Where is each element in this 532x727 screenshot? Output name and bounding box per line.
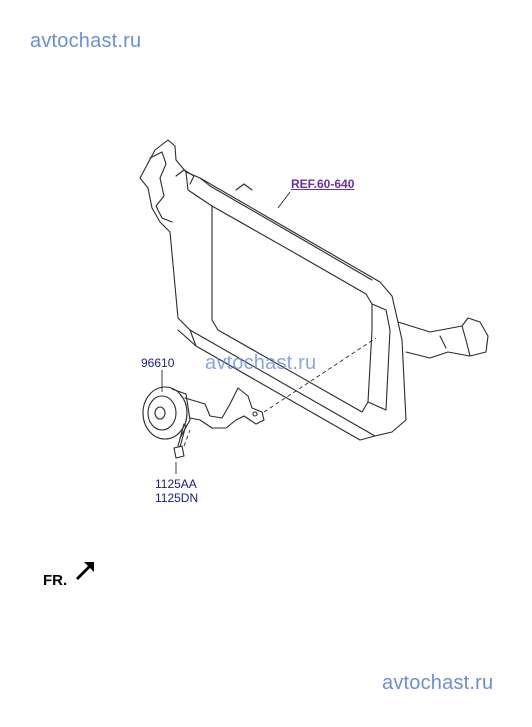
front-direction-label: FR. bbox=[43, 572, 68, 589]
bolt bbox=[173, 423, 187, 459]
front-arrow-icon bbox=[76, 562, 94, 580]
horn-rim bbox=[147, 395, 177, 431]
bolt-guide-line bbox=[183, 429, 191, 447]
bolt-part-number-2[interactable]: 1125DN bbox=[155, 491, 199, 505]
right-mount-bracket bbox=[397, 317, 489, 359]
left-bracket-tabs bbox=[175, 169, 253, 191]
bracket-guide-line bbox=[263, 337, 377, 413]
reference-leader bbox=[277, 191, 291, 209]
radiator-support-frame bbox=[139, 139, 407, 437]
radiator-frame-opening bbox=[211, 205, 373, 413]
watermark-top: avtochast.ru bbox=[30, 30, 142, 52]
reference-callout[interactable]: REF.60-640 bbox=[291, 177, 355, 191]
watermark-bottom: avtochast.ru bbox=[382, 672, 494, 694]
horn-bracket bbox=[184, 387, 265, 429]
right-mount-bracket-detail bbox=[439, 325, 471, 357]
horn-part-number[interactable]: 96610 bbox=[141, 356, 175, 370]
left-mount-bracket bbox=[149, 151, 173, 223]
center-pillar bbox=[367, 303, 391, 411]
bolt-part-number-1[interactable]: 1125AA bbox=[155, 477, 197, 491]
lower-member bbox=[177, 329, 376, 441]
horn-center bbox=[154, 406, 166, 420]
horn-body bbox=[142, 386, 188, 440]
bracket-hole bbox=[252, 411, 258, 417]
watermark-middle: avtochast.ru bbox=[205, 352, 317, 374]
upper-member-edge bbox=[185, 171, 373, 281]
